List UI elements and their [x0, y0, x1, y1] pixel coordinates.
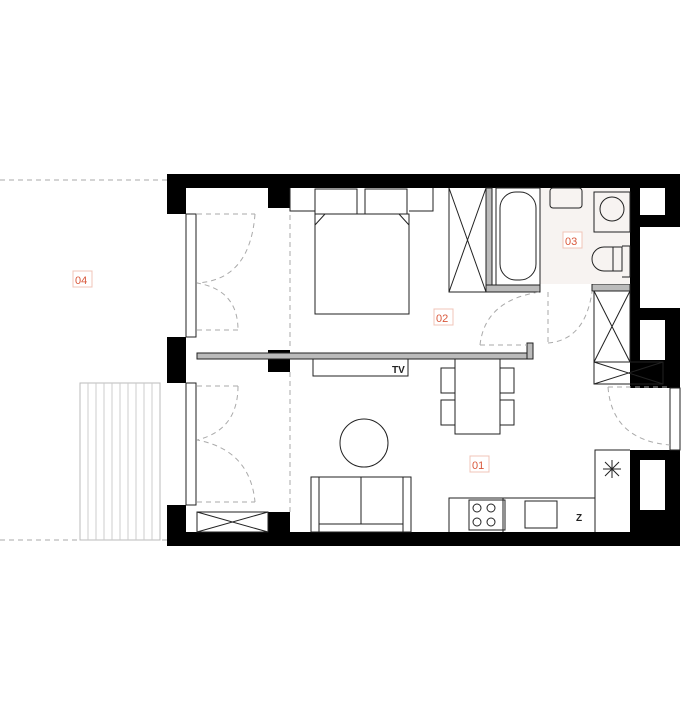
tv-label: TV	[392, 365, 405, 376]
exterior-walls	[167, 174, 680, 546]
windows	[185, 213, 681, 506]
svg-text:02: 02	[436, 313, 448, 325]
room-label-01: 01	[469, 455, 490, 473]
coffee-table	[339, 418, 389, 468]
room-label-03: 03	[562, 231, 583, 249]
svg-text:03: 03	[565, 236, 577, 248]
dining-table	[440, 358, 515, 435]
terrace	[0, 179, 168, 541]
terrace-steps	[79, 382, 161, 541]
bed	[289, 188, 434, 315]
sofa	[310, 476, 412, 533]
svg-text:01: 01	[472, 460, 484, 472]
fridge-label: Z	[576, 513, 582, 524]
room-label-04: 04	[72, 270, 93, 288]
door-swings	[196, 188, 671, 512]
kitchen: Z	[448, 449, 630, 532]
svg-text:04: 04	[75, 275, 87, 287]
room-label-02: 02	[433, 308, 454, 326]
tv-unit: TV	[312, 358, 409, 377]
extractor-icon	[603, 460, 621, 478]
bathroom	[495, 187, 631, 286]
wardrobes	[196, 187, 664, 533]
